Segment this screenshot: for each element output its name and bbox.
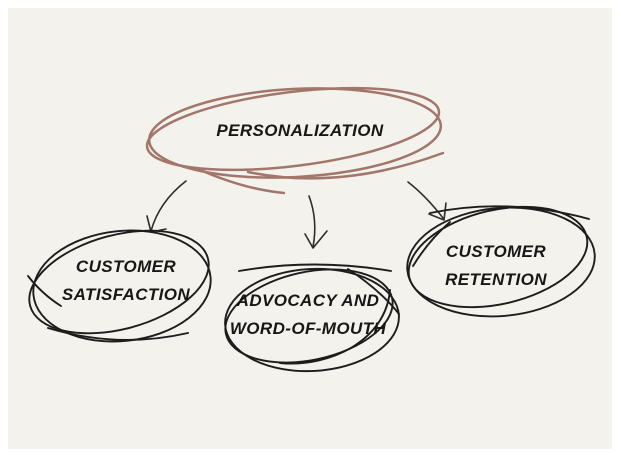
arrow-shaft xyxy=(407,181,444,219)
sketch-stroke xyxy=(28,229,210,335)
sketch-stroke xyxy=(238,263,392,272)
arrow-to-customer-retention xyxy=(407,181,447,221)
node-ellipse-customer-retention xyxy=(406,205,596,318)
arrow-to-advocacy xyxy=(304,195,328,249)
node-label-text: RETENTION xyxy=(445,270,547,289)
sketch-stroke xyxy=(246,151,445,180)
connector-arrows xyxy=(146,180,447,249)
node-ellipse-customer-satisfaction xyxy=(27,229,212,343)
sketch-stroke xyxy=(194,166,286,195)
sketch-stroke xyxy=(145,86,441,172)
drawing-canvas xyxy=(8,8,612,449)
sketch-stroke xyxy=(407,205,589,309)
sketch-stroke xyxy=(224,268,394,364)
arrowhead-icon xyxy=(304,230,328,249)
node-label-advocacy: ADVOCACY AND WORD-OF-MOUTH xyxy=(230,287,386,343)
node-label-text: SATISFACTION xyxy=(61,285,191,304)
node-label-text: WORD-OF-MOUTH xyxy=(229,319,387,338)
sketch-stroke xyxy=(47,327,189,341)
sketch-stroke xyxy=(347,268,400,315)
arrowhead-icon xyxy=(146,215,167,233)
root-node-ellipse xyxy=(145,86,445,195)
sketch-stroke xyxy=(412,221,451,267)
sketch-stroke xyxy=(429,205,590,220)
child-node-ellipses xyxy=(27,205,596,373)
node-label-personalization: PERSONALIZATION xyxy=(216,117,383,145)
node-label-text: CUSTOMER xyxy=(445,242,547,261)
arrowhead-icon xyxy=(428,202,447,221)
arrow-to-customer-satisfaction xyxy=(146,180,187,233)
node-ellipse-advocacy xyxy=(224,263,400,373)
arrow-shaft xyxy=(308,195,316,248)
sketch-stroke xyxy=(406,206,596,318)
node-label-text: CUSTOMER xyxy=(75,257,177,276)
node-label-text: PERSONALIZATION xyxy=(216,121,384,140)
node-label-text: ADVOCACY AND xyxy=(236,291,380,310)
node-label-customer-retention: CUSTOMER RETENTION xyxy=(445,238,547,294)
sketch-stroke xyxy=(279,289,391,365)
sketch-stroke xyxy=(27,275,62,307)
arrow-shaft xyxy=(150,180,187,232)
node-label-customer-satisfaction: CUSTOMER SATISFACTION xyxy=(62,253,190,309)
